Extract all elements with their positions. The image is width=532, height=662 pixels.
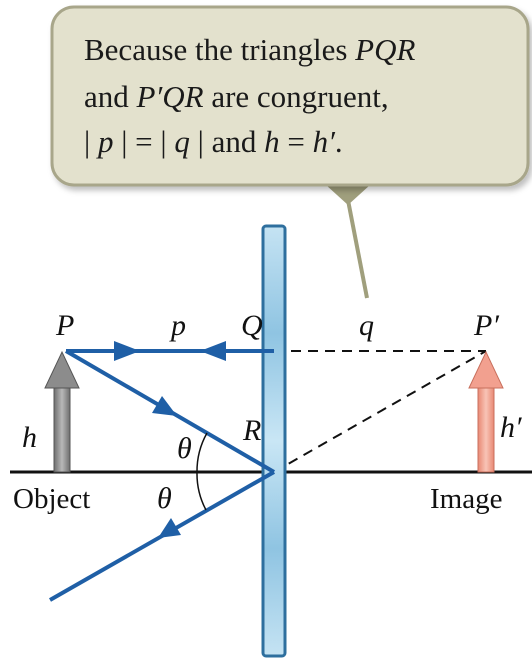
- callout-line-2-b: are congruent,: [204, 79, 389, 114]
- label-h: h: [22, 421, 37, 454]
- callout-line-2: and P′QR are congruent,: [84, 79, 389, 114]
- callout-line-3-d: =: [280, 124, 313, 159]
- rays: [49, 349, 276, 602]
- callout-line-3: | p | = | q | and h = h′.: [84, 124, 343, 159]
- label-theta-upper: θ: [177, 432, 192, 465]
- callout-line-3-b: | = |: [113, 124, 174, 159]
- label-R: R: [242, 414, 261, 447]
- angle-arc-upper: [196, 432, 208, 473]
- callout-line-1: Because the triangles PQR: [84, 32, 415, 67]
- object-arrow: [44, 350, 80, 473]
- arrowhead-reflected: [158, 518, 181, 538]
- label-object: Object: [13, 483, 90, 515]
- label-P: P: [55, 309, 74, 342]
- callout-q: q: [174, 124, 190, 159]
- label-theta-lower: θ: [157, 482, 172, 515]
- label-P-prime: P′: [473, 309, 499, 342]
- dashed-diagonal-line: [273, 350, 487, 473]
- arrowhead-diagonal-down: [152, 396, 177, 416]
- callout-line-3-c: | and: [190, 124, 264, 159]
- callout-h: h: [264, 124, 280, 159]
- callout-line-2-a: and: [84, 79, 137, 114]
- callout-line-3-a: |: [84, 124, 98, 159]
- callout: Because the triangles PQR and P′QR are c…: [50, 5, 530, 299]
- callout-box: [50, 5, 530, 187]
- callout-line-3-e: .: [335, 124, 343, 159]
- callout-p: p: [96, 124, 114, 159]
- callout-pprimeqr: P′QR: [136, 79, 204, 114]
- callout-hprime: h′: [313, 124, 337, 159]
- image-arrow: [468, 350, 504, 473]
- label-p: p: [169, 309, 186, 342]
- label-Q: Q: [241, 309, 263, 342]
- label-h-prime: h′: [500, 411, 522, 444]
- label-image: Image: [430, 483, 502, 515]
- label-q: q: [359, 309, 374, 342]
- plane-mirror: [261, 224, 287, 658]
- ray-arrowheads: [114, 341, 226, 538]
- arrowhead-right: [114, 341, 140, 361]
- callout-pqr: PQR: [354, 32, 415, 67]
- callout-pointer-base: [326, 185, 370, 205]
- arrowhead-left: [200, 341, 226, 361]
- callout-line-1-text: Because the triangles: [84, 32, 355, 67]
- callout-pointer: [345, 194, 369, 299]
- angle-arc-lower: [196, 471, 207, 511]
